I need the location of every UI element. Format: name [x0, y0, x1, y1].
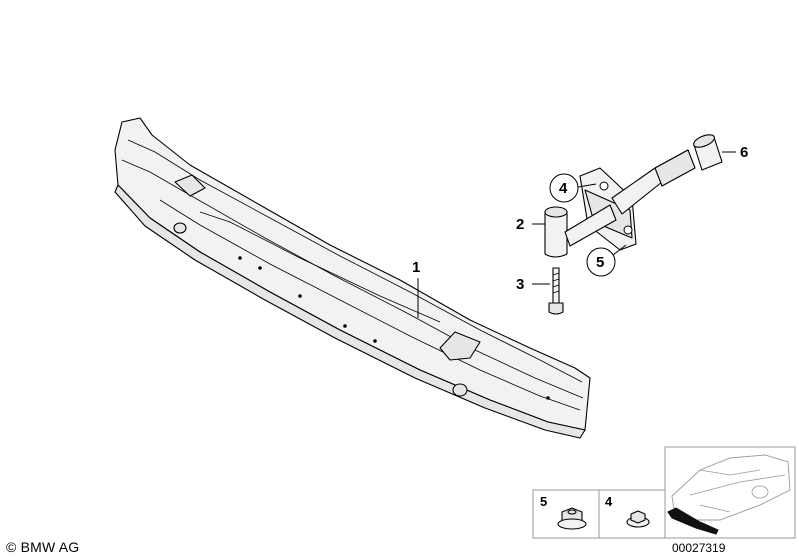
legend-4-label: 4: [605, 494, 613, 509]
vehicle-location-thumbnail: [664, 446, 796, 539]
sleeve[interactable]: [692, 132, 723, 171]
callout-1[interactable]: 1: [412, 259, 420, 276]
callout-2[interactable]: 2: [516, 216, 524, 233]
callout-4-circle: [549, 173, 579, 203]
legend-5-label: 5: [540, 494, 547, 509]
legend-box-nut-5[interactable]: 5: [532, 489, 600, 539]
bumper-carrier-beam[interactable]: [114, 117, 591, 439]
callout-5[interactable]: 5: [596, 254, 604, 271]
deformation-element[interactable]: [611, 149, 696, 215]
leader-4: [577, 183, 597, 188]
legend-box-nut-4[interactable]: 4: [598, 489, 666, 539]
document-number: 00027319: [672, 541, 726, 555]
callout-3[interactable]: 3: [516, 276, 524, 293]
callout-5-circle: [586, 247, 616, 277]
leader-5: [612, 244, 627, 256]
impact-absorber-bracket[interactable]: [564, 167, 637, 251]
spacer-tube[interactable]: [544, 206, 568, 258]
callout-4[interactable]: 4: [559, 180, 568, 197]
copyright-text: © BMW AG: [6, 539, 80, 555]
bolt[interactable]: [548, 267, 564, 315]
callout-6[interactable]: 6: [740, 144, 748, 161]
